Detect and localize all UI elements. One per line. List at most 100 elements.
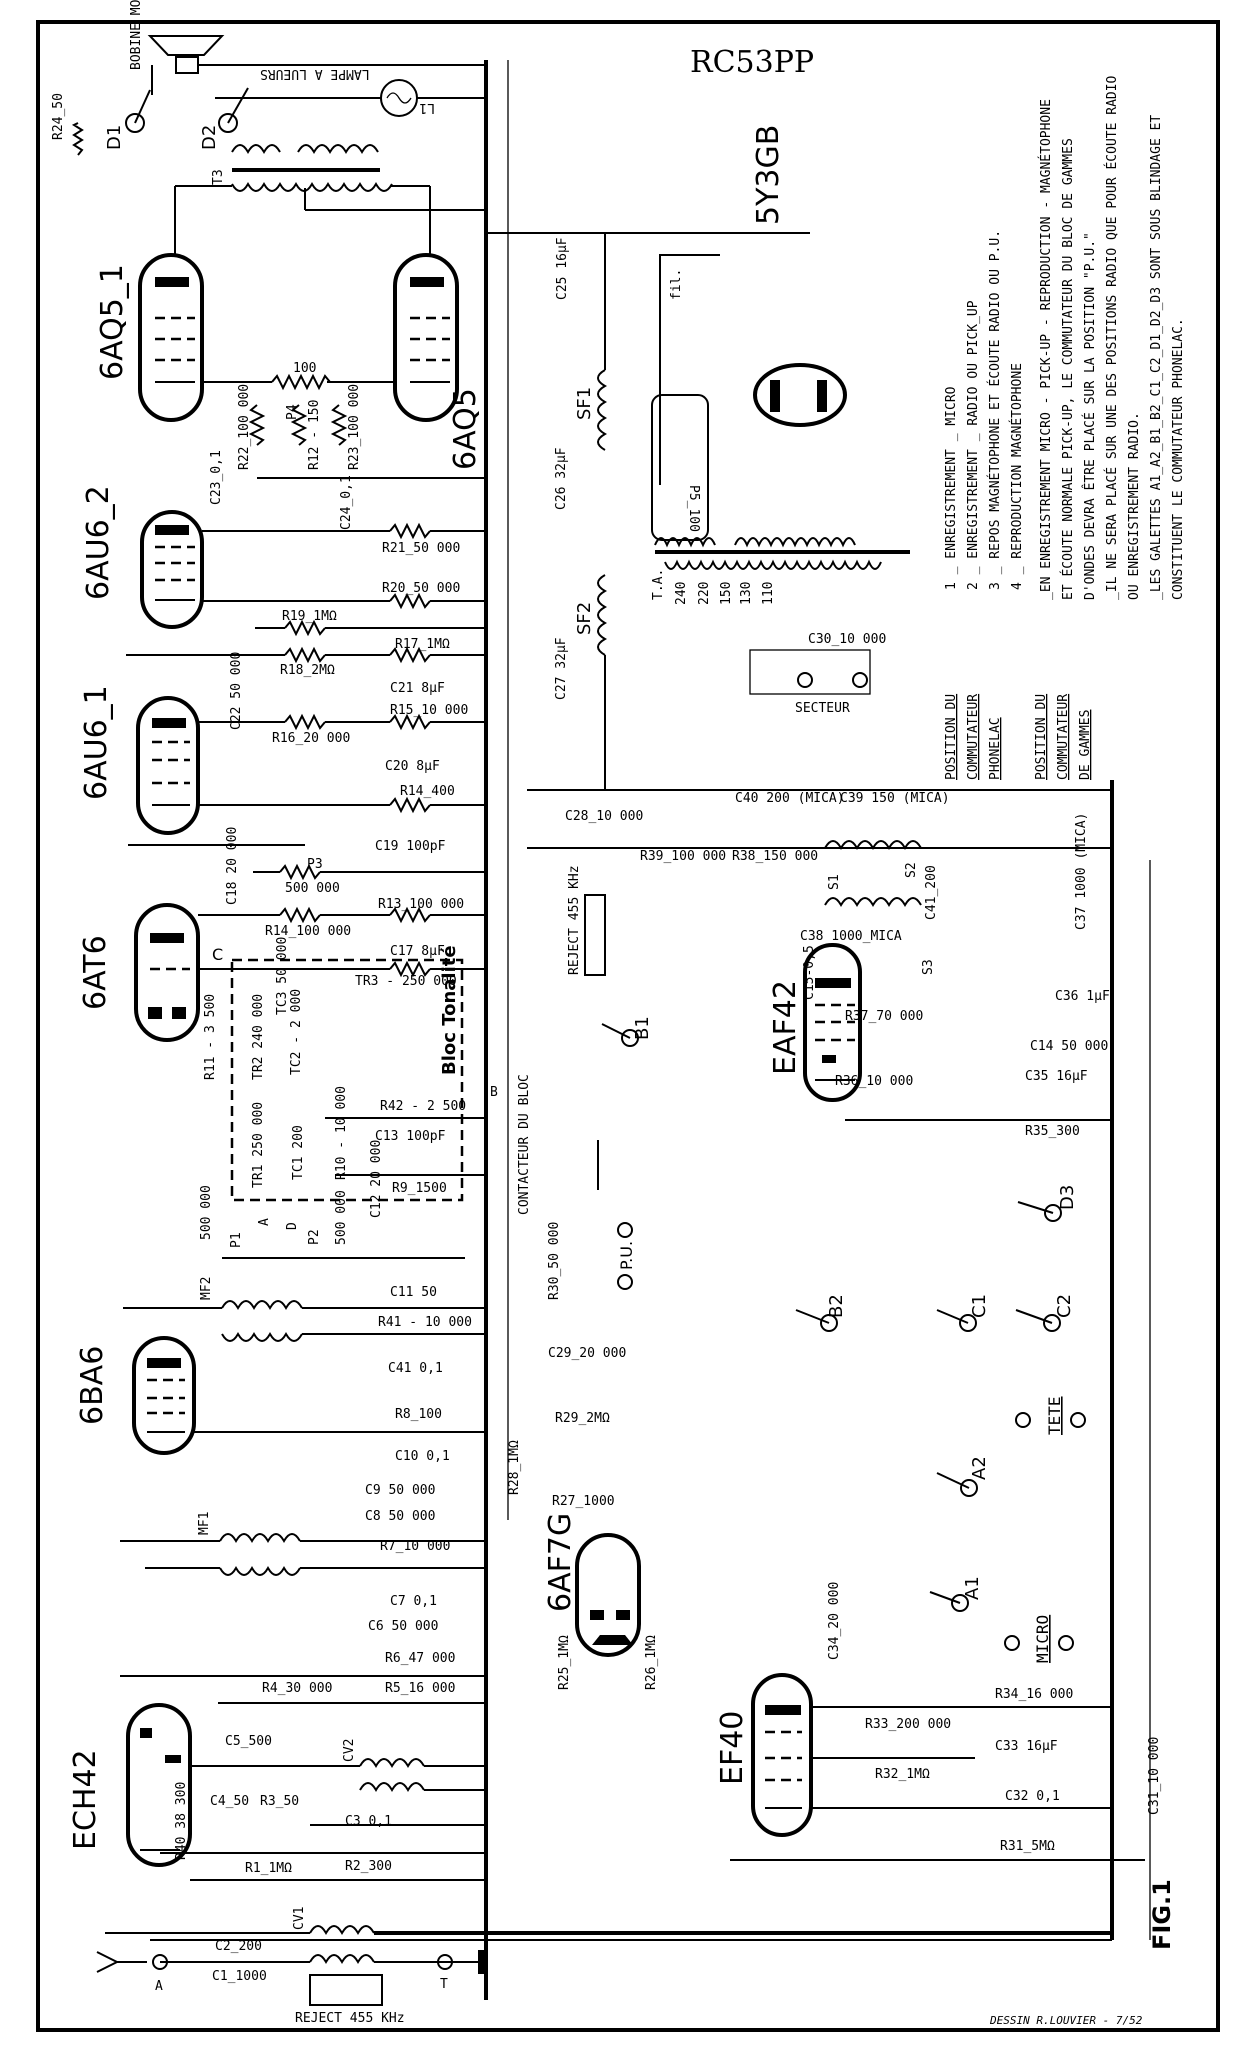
c39-label: C39 150 (MICA) (840, 791, 950, 806)
r2-label: R2_300 (345, 1859, 392, 1874)
tube-label: 6AF7G (543, 1513, 578, 1612)
tube-envelope-icon (393, 253, 459, 422)
c23-label: C23_0,1 (209, 450, 224, 505)
tube-label-5y3gb: 5Y3GB (751, 125, 786, 225)
switch-a1[interactable]: A1 (929, 1576, 983, 1612)
reject-filter-b-box (584, 894, 606, 976)
switch-d3[interactable]: D3 (1017, 1185, 1078, 1222)
r10-label: R10 - 10 000 (334, 1086, 349, 1180)
tube-label: EAF42 (768, 980, 803, 1075)
tr1-label: TR1 250 000 (251, 1102, 266, 1188)
pickup-input[interactable]: R30_50 000 P.U. (547, 1222, 636, 1300)
r24-label: R24_50 (51, 93, 66, 140)
r14-label: R14_100 000 (265, 924, 351, 939)
c10-label: C10 0,1 (395, 1449, 450, 1464)
c38-label: C38 1000_MICA (800, 929, 902, 944)
r8-label: R8_100 (395, 1407, 442, 1422)
stage-6au6-2-components: R21_50 000 R20_50 000 R19_1MΩ R17_1MΩ R1… (126, 522, 486, 730)
r4-label: R4_30 000 (262, 1681, 332, 1696)
micro-label: MICRO (1033, 1615, 1052, 1663)
speaker-coil-icon (175, 56, 199, 74)
switch-b2[interactable]: B2 (795, 1294, 847, 1332)
r26-label: R26_1MΩ (644, 1635, 659, 1690)
r13-label: R13_100 000 (378, 897, 464, 912)
c22-label: C22 50 000 (229, 652, 244, 730)
switch-c1[interactable]: C1 (936, 1294, 990, 1332)
switch-a2[interactable]: A2 (936, 1456, 990, 1497)
antenna-socket-icon (152, 1954, 168, 1970)
c3-label: C3 0,1 (345, 1814, 392, 1829)
c21-label: C21 8μF (390, 681, 445, 696)
gammes-item: ET ÉCOUTE NORMALE PICK-UP, LE COMMUTATEU… (1060, 138, 1076, 600)
tube-6aq5-2: 6AQ5 (393, 253, 483, 470)
switch-d1[interactable]: R24_50 D1 (51, 89, 151, 156)
r12-label: R12 - 150 (307, 400, 322, 470)
antenna-terminal[interactable]: A (96, 1951, 168, 1994)
c36-label: C36 1μF (1055, 989, 1110, 1004)
c14-label: C14 50 000 (1030, 1039, 1108, 1054)
switch-b1[interactable]: B1 (601, 1016, 653, 1047)
tone-block-title: Bloc Tonalité (439, 945, 460, 1075)
switch-d2[interactable]: D2 (199, 87, 249, 150)
r9-label: R9_1500 (392, 1181, 447, 1196)
tube-label: EF40 (715, 1711, 750, 1785)
c6-label: C6 50 000 (368, 1619, 438, 1634)
speaker-icon (147, 35, 225, 56)
switch-c2[interactable]: C2 (1015, 1294, 1075, 1332)
sf2-label: SF2 (574, 602, 595, 635)
heater-bulb-icon (651, 394, 709, 541)
mains-socket-icon[interactable] (852, 672, 868, 688)
phonelac-heading: PHONELAC (988, 717, 1003, 780)
c7-label: C7 0,1 (390, 1594, 437, 1609)
switch-a1-label: A1 (962, 1576, 983, 1600)
c41-label: C41 0,1 (388, 1361, 443, 1376)
speaker-group: BOBINE MOBILE (129, 0, 486, 95)
tube-6ba6: 6BA6 (75, 1336, 196, 1455)
r18-label: R18_2MΩ (280, 663, 335, 678)
c18-label: C18 20 000 (225, 827, 240, 905)
r19-label: R19_1MΩ (282, 609, 337, 624)
tap-220-label: 220 (697, 582, 712, 605)
tube-envelope-icon-5y3gb (753, 363, 847, 427)
mains-socket-icon[interactable] (797, 672, 813, 688)
r41-label: R41 - 10 000 (378, 1315, 472, 1330)
block-contactor[interactable]: CONTACTEUR DU BLOC (517, 1074, 599, 1215)
if-stage-components: R8_100 C10 0,1 C9 50 000 C8 50 000 R7_10… (120, 1407, 486, 1704)
tube-6au6-1: 6AU6_1 (79, 685, 200, 835)
cv2-label: CV2 (342, 1739, 357, 1762)
mic-preamp-components: C34_20 000 R34_16 000 R33_200 000 C33 16… (730, 1582, 1162, 1861)
power-supply: C25 16μF SF1 C26 32μF SF2 C27 32μF fil. … (486, 125, 910, 790)
ground-icon (478, 1950, 484, 1974)
drawing-credit: DESSIN R.LOUVIER - 7/52 (989, 2014, 1143, 2027)
earth-terminal[interactable]: T (437, 1950, 486, 1992)
c9-label: C9 50 000 (365, 1483, 435, 1498)
p2-value-label: 500 000 (334, 1190, 349, 1245)
phonelac-heading: POSITION DU (944, 694, 959, 780)
micro-input[interactable]: MICRO (1004, 1615, 1074, 1663)
reject-filter-box (309, 1974, 383, 2006)
node-b-label: B (490, 1085, 498, 1100)
indicator-stage-components: C29_20 000 R29_2MΩ R28_1MΩ R27_1000 R25_… (507, 1346, 659, 1690)
c20-label: C20 8μF (385, 759, 440, 774)
tube-label: 6AQ5_1 (95, 264, 130, 380)
tube-envelope-icon (138, 253, 204, 422)
s1-label: S1 (827, 874, 842, 890)
tc2-label: TC2 - 2 000 (289, 989, 304, 1075)
tap-110-label: 110 (761, 582, 776, 605)
glow-lamp-group: LAMPE A LUEURS L1 (215, 66, 486, 117)
headphone-jack[interactable]: TETE (1015, 1396, 1086, 1435)
node-d-label: D (285, 1222, 300, 1230)
switch-d1-label: D1 (104, 125, 125, 150)
phonelac-item: 2 _ ENREGISTREMENT _ RADIO OU PICK_UP (966, 300, 981, 590)
tc3-label: TC3 50 000 (275, 937, 290, 1015)
switch-c1-pivot-icon (959, 1314, 977, 1332)
tap-130-label: 130 (739, 582, 754, 605)
tube-6aq5-1: 6AQ5_1 (95, 253, 204, 422)
lamp-label: LAMPE A LUEURS (260, 66, 370, 81)
r35-label: R35_300 (1025, 1124, 1080, 1139)
sf1-label: SF1 (574, 387, 595, 420)
switch-b2-pivot-icon (820, 1314, 838, 1332)
c31-label: C31_10 000 (1147, 1737, 1162, 1815)
r14-400-label: R14_400 (400, 784, 455, 799)
